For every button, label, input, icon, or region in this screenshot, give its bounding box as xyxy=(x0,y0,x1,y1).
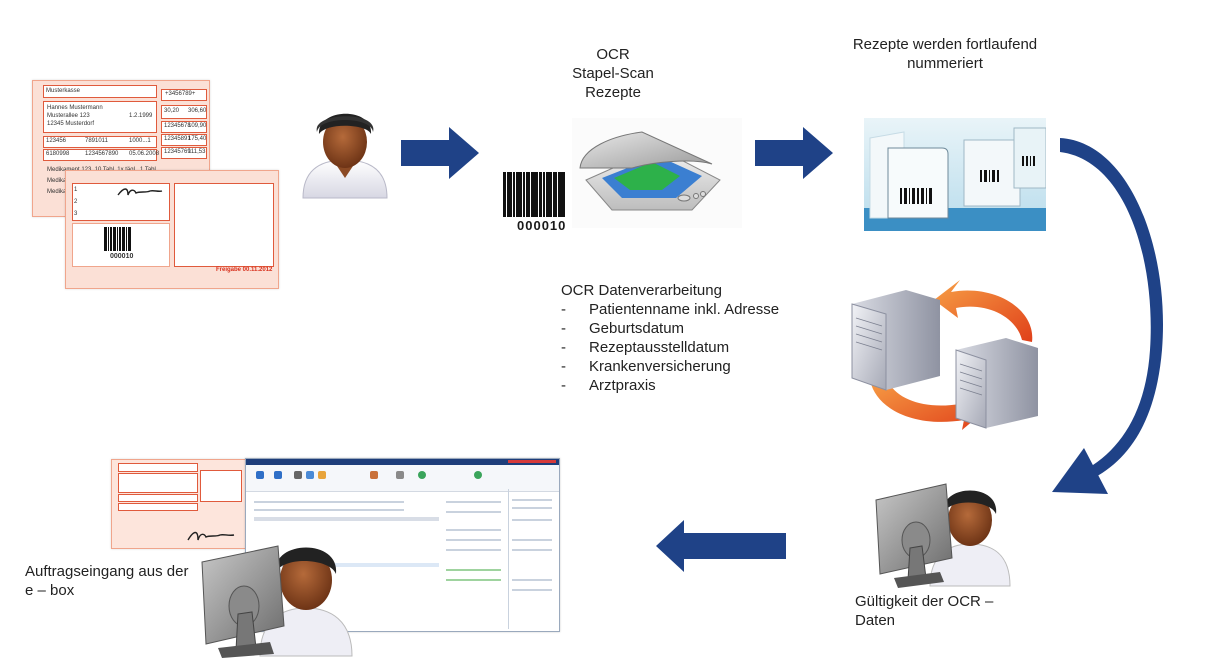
validation-title-line-2: Daten xyxy=(855,612,896,629)
form-pzn-3: 12345769 xyxy=(164,149,191,155)
list-item: - Geburtsdatum xyxy=(561,319,821,338)
form-row-1: 1 xyxy=(74,187,78,193)
form-birth-date: 1.2.1999 xyxy=(129,113,153,119)
form-med-2: Medika xyxy=(47,178,67,184)
form-patient-name: Hannes Mustermann xyxy=(47,105,103,111)
signature-icon xyxy=(117,188,163,196)
form-release: Freigabe 00.11.2012 xyxy=(216,267,273,273)
list-item-text: Geburtsdatum xyxy=(589,320,685,337)
ocr-processing-block: OCR Datenverarbeitung - Patientenname ink… xyxy=(561,281,821,395)
server-sync-icon xyxy=(851,280,1038,430)
form-practice-no: 6180998 xyxy=(46,151,70,157)
app-ribbon xyxy=(246,460,559,492)
form-amount-3: 111,53 xyxy=(188,149,206,155)
bullet: - xyxy=(561,339,566,356)
person-at-computer-icon xyxy=(875,483,1011,588)
form-price-total: 306,60 xyxy=(188,108,207,114)
form-barcode-number: 000010 xyxy=(110,253,134,260)
scanner-icon xyxy=(572,118,742,228)
bullet: - xyxy=(561,377,566,394)
app-titlebar xyxy=(246,459,559,465)
prescription-thumbnail-image xyxy=(111,459,247,549)
bullet: - xyxy=(561,301,566,318)
arrow-right-icon xyxy=(755,127,833,179)
numbering-step-title: Rezepte werden fortlaufend nummeriert xyxy=(830,35,1060,73)
signature-icon xyxy=(187,531,235,541)
prescription-form-image: Musterkasse Hannes Mustermann Musteralle… xyxy=(32,80,210,217)
form-med-3: Medika xyxy=(47,189,67,195)
order-entry-title-line-2: e – box xyxy=(25,582,75,599)
form-price-1: 30,20 xyxy=(164,108,180,114)
validation-title-line-1: Gültigkeit der OCR – xyxy=(855,593,994,610)
barcode-icon xyxy=(104,227,131,251)
prescription-receipt-image: 1 2 3 000010 Freigabe 00.11.2012 xyxy=(65,170,279,289)
form-amount-2: 175,40 xyxy=(188,136,207,142)
ocr-processing-title: OCR Datenverarbeitung xyxy=(561,282,722,299)
ocr-processing-list: - Patientenname inkl. Adresse - Geburtsdat… xyxy=(561,300,821,395)
form-amount-1: 109,90 xyxy=(188,123,207,129)
list-item: - Rezeptausstelldatum xyxy=(561,338,821,357)
form-row-2: 2 xyxy=(74,199,78,205)
order-entry-step-title: Auftragseingang aus der e – box xyxy=(25,562,215,600)
list-item: - Patientenname inkl. Adresse xyxy=(561,300,821,319)
barcode-icon xyxy=(503,172,565,217)
order-entry-title-line-1: Auftragseingang aus der xyxy=(25,563,189,580)
form-code: +3456789+ xyxy=(165,91,196,97)
arrow-right-icon xyxy=(401,127,479,179)
form-street: Musterallee 123 xyxy=(47,113,90,119)
validation-step-title: Gültigkeit der OCR – Daten xyxy=(855,592,1055,630)
arrow-left-icon xyxy=(656,520,786,572)
list-item: - Krankenversicherung xyxy=(561,357,821,376)
form-insurer: Musterkasse xyxy=(46,88,81,94)
person-at-computer-icon xyxy=(201,545,353,658)
list-item: - Arztpraxis xyxy=(561,376,821,395)
bullet: - xyxy=(561,358,566,375)
form-pzn-2: 12345891 xyxy=(164,136,191,142)
form-pzn-1: 12345678 xyxy=(164,123,191,129)
form-insurance-no: 123456 xyxy=(46,138,67,144)
list-item-text: Krankenversicherung xyxy=(589,358,731,375)
form-status: 1000...1 xyxy=(129,138,151,144)
form-date: 05.06.2008 xyxy=(129,151,160,157)
form-doctor-no: 1234567890 xyxy=(85,151,119,157)
list-item-text: Arztpraxis xyxy=(589,377,656,394)
person-icon xyxy=(302,113,388,199)
scan-step-title: OCR Stapel-Scan Rezepte xyxy=(548,45,678,102)
scan-title-line-3: Rezepte xyxy=(585,84,641,101)
numbering-title-line-2: nummeriert xyxy=(907,55,983,72)
numbered-files-image xyxy=(864,118,1046,231)
list-item-text: Patientenname inkl. Adresse xyxy=(589,301,780,318)
scan-title-line-1: OCR xyxy=(596,46,630,63)
scan-barcode-image: 000010 xyxy=(503,172,581,234)
list-item-text: Rezeptausstelldatum xyxy=(589,339,730,356)
scan-title-line-2: Stapel-Scan xyxy=(572,65,654,82)
curved-arrow-down-icon xyxy=(1052,138,1164,494)
form-field-2: 7891011 xyxy=(85,138,108,144)
scan-barcode-number: 000010 xyxy=(517,218,567,233)
form-row-3: 3 xyxy=(74,211,78,217)
bullet: - xyxy=(561,320,566,337)
form-city: 12345 Musterdorf xyxy=(47,121,95,127)
numbering-title-line-1: Rezepte werden fortlaufend xyxy=(852,36,1038,53)
